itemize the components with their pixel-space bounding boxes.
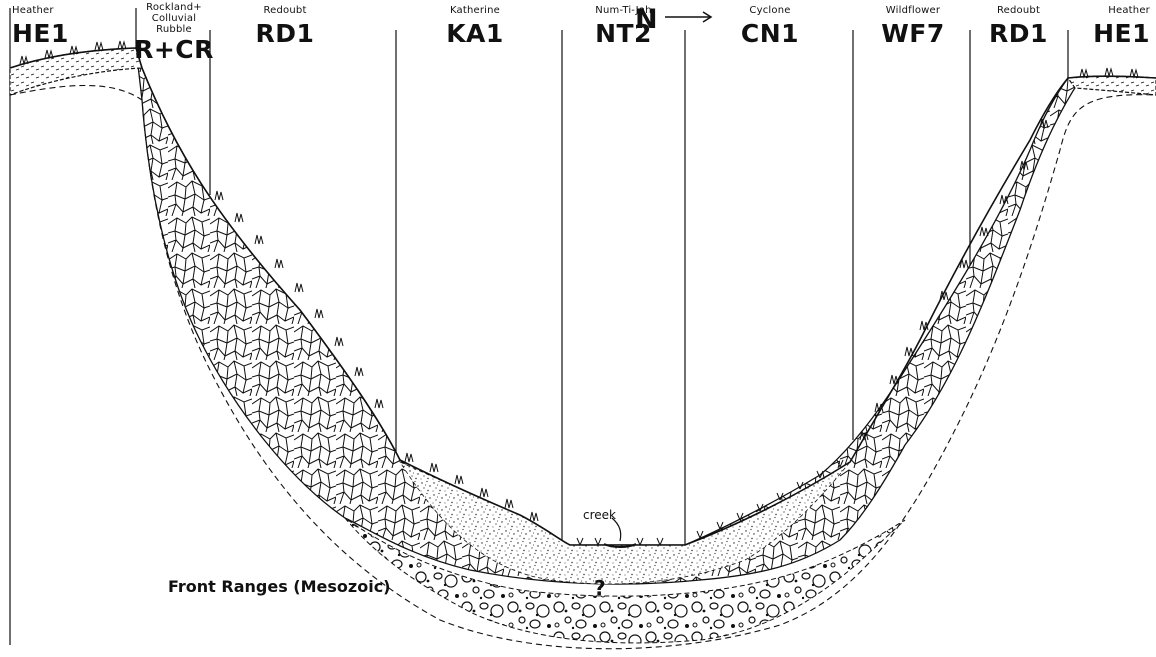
unit-code: HE1 (12, 21, 122, 46)
unit-label-cyclone: Cyclone CN1 (705, 6, 835, 46)
unit-code: RD1 (976, 21, 1061, 46)
heather-right-surface (1068, 76, 1156, 95)
unit-name: Redoubt (976, 6, 1061, 16)
unit-name: Rockland+ Colluvial Rubble (142, 2, 206, 35)
unit-name: Katherine (415, 6, 535, 16)
unit-code: R+CR (130, 37, 218, 62)
unit-label-redoubt-right: Redoubt RD1 (976, 6, 1061, 46)
heather-left-surface (10, 48, 142, 95)
unit-code: HE1 (1070, 21, 1150, 46)
unit-label-heather-left: Heather HE1 (12, 6, 122, 46)
unit-name: Redoubt (230, 6, 340, 16)
unit-name: Heather (1070, 6, 1150, 16)
rubble-layer (136, 48, 1080, 584)
unknown-marker: ? (594, 576, 606, 600)
unit-name: Cyclone (705, 6, 835, 16)
unit-label-katherine: Katherine KA1 (415, 6, 535, 46)
unit-name: Wildflower (858, 6, 968, 16)
north-label: N (635, 4, 658, 35)
unit-code: WF7 (858, 21, 968, 46)
unit-name: Heather (12, 6, 122, 16)
creek-label: creek (583, 508, 616, 522)
unit-code: CN1 (705, 21, 835, 46)
unit-label-rockland: Rockland+ Colluvial Rubble R+CR (130, 2, 218, 62)
unit-label-wildflower: Wildflower WF7 (858, 6, 968, 46)
unit-code: NT2 (562, 21, 685, 46)
bedrock-label: Front Ranges (Mesozoic) (168, 577, 391, 596)
unit-code: RD1 (230, 21, 340, 46)
unit-label-num-ti-jah: Num-Ti-Jah NT2 (562, 6, 685, 46)
unit-code: KA1 (415, 21, 535, 46)
unit-name: Num-Ti-Jah (562, 6, 685, 16)
unit-label-heather-right: Heather HE1 (1070, 6, 1150, 46)
unit-label-redoubt-left: Redoubt RD1 (230, 6, 340, 46)
